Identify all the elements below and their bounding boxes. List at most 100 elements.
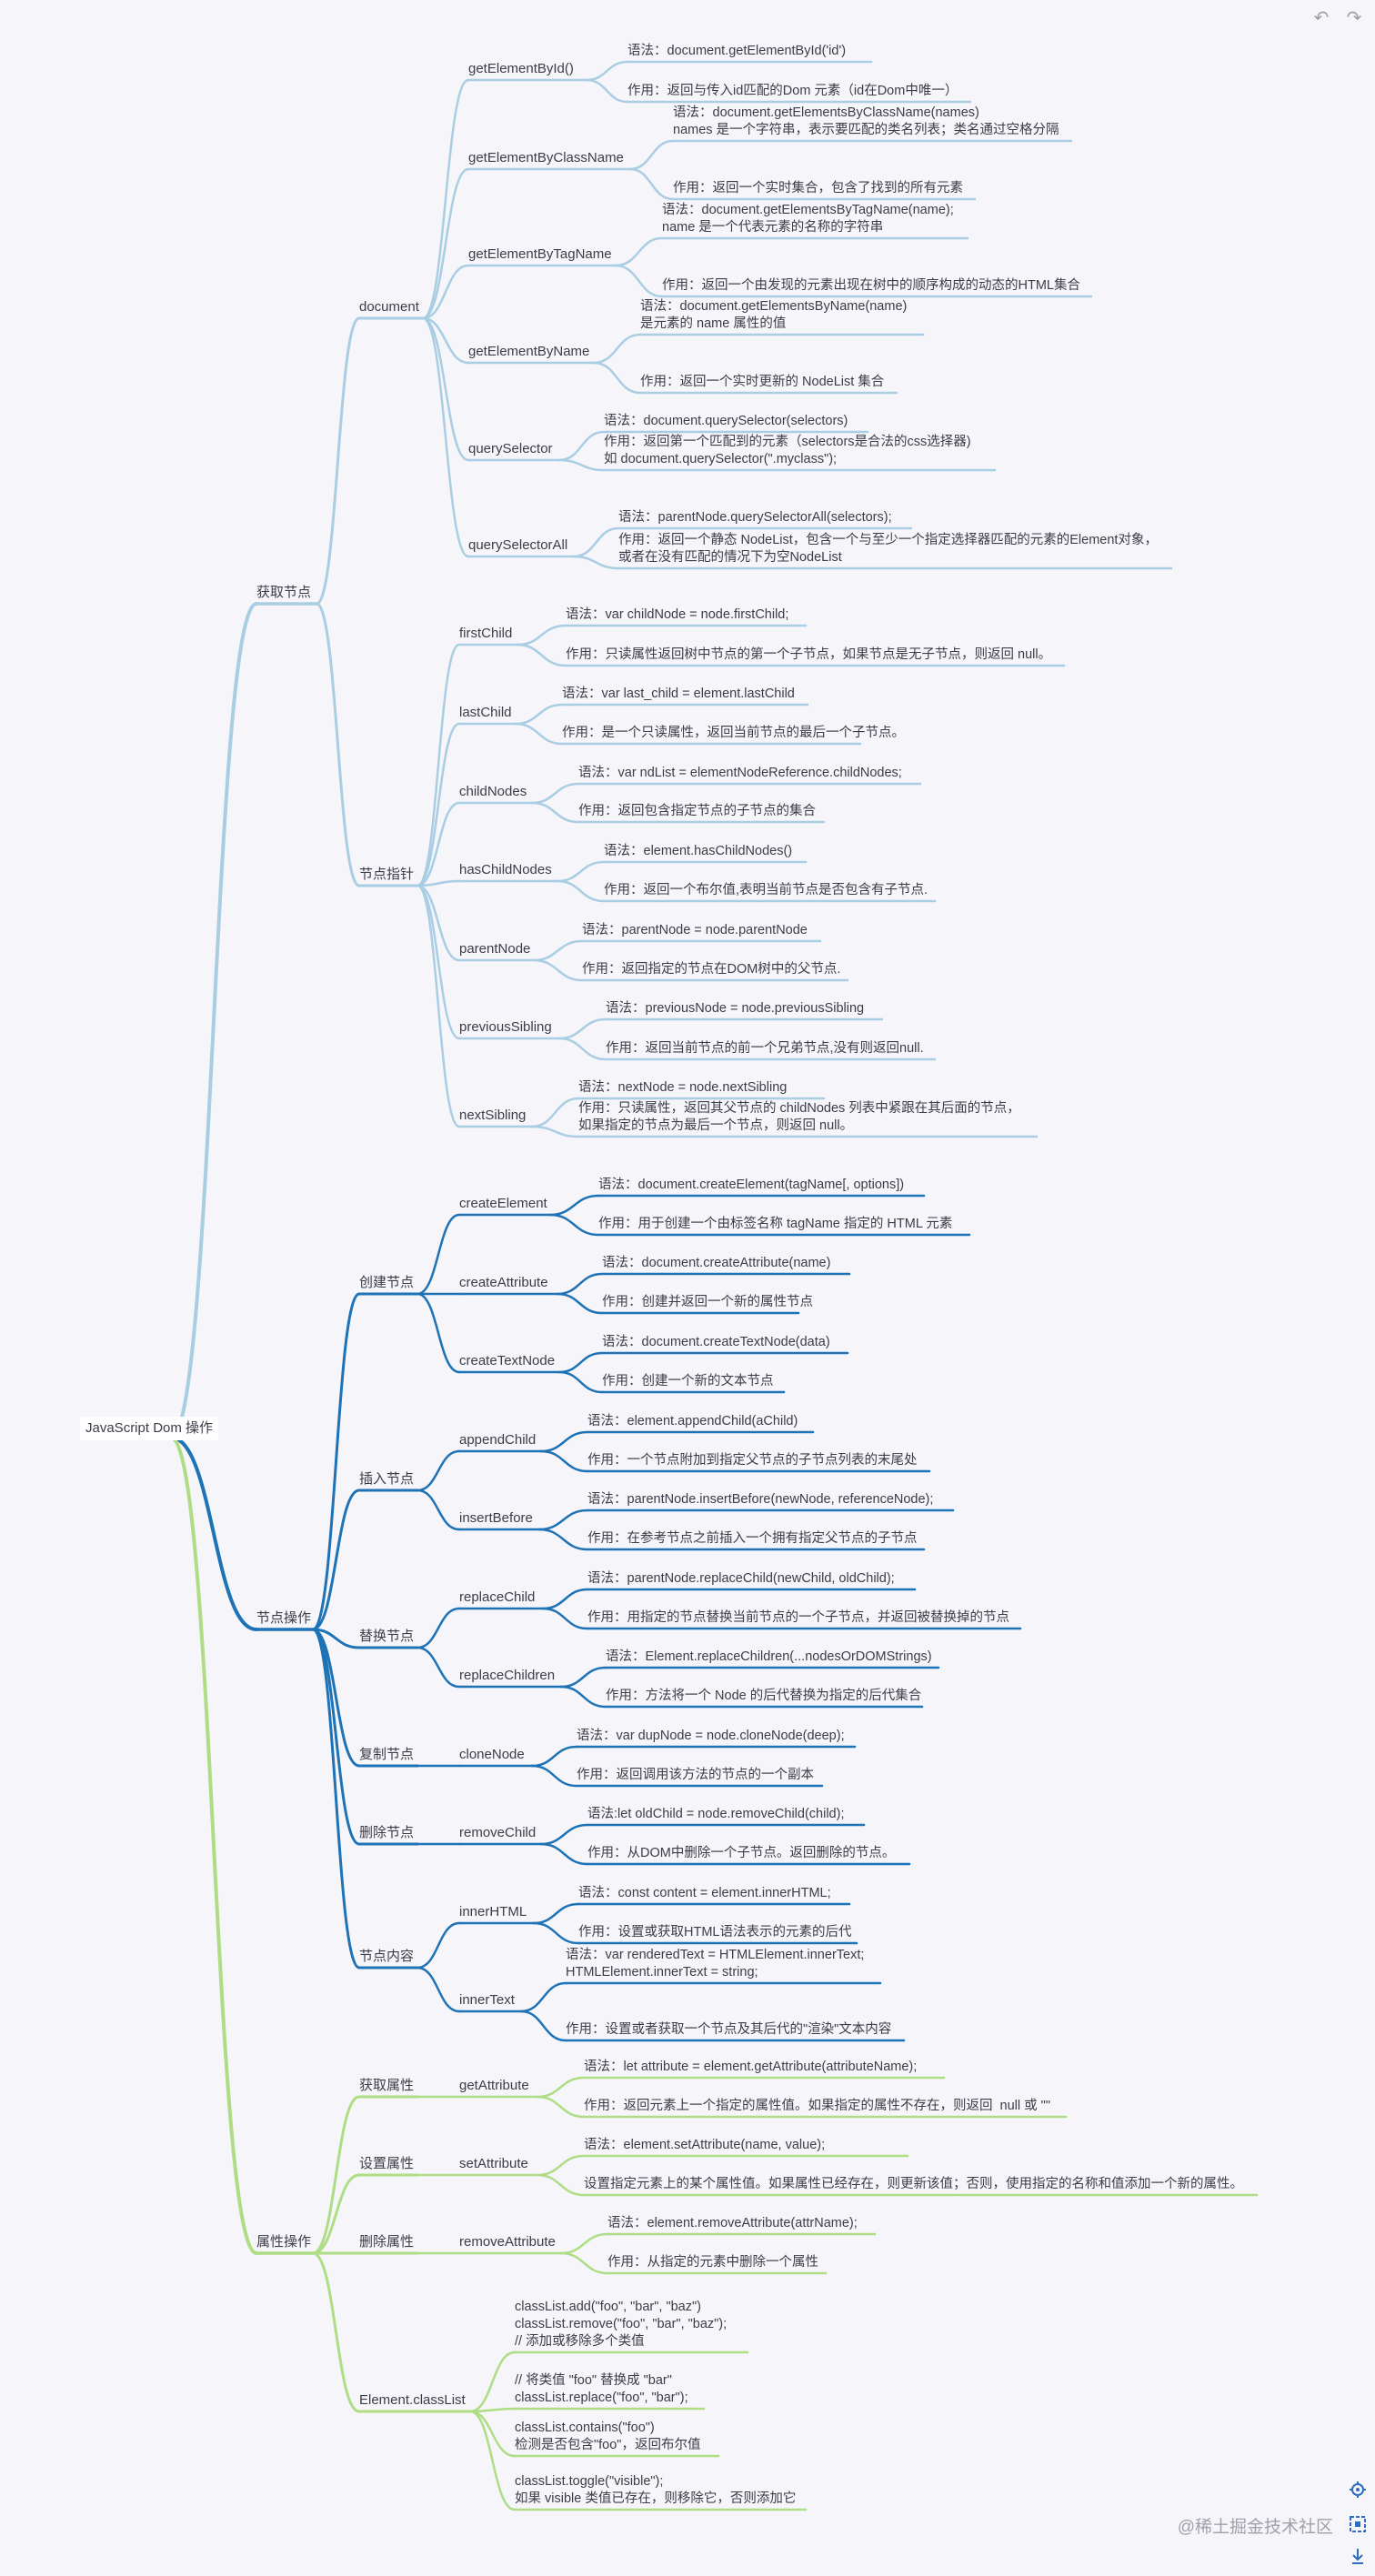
note-text[interactable]: 语法：document.createTextNode(data) <box>602 1335 830 1349</box>
note-text[interactable]: 作用：返回与传入id匹配的Dom 元素（id在Dom中唯一） <box>627 84 958 98</box>
method-node[interactable]: cloneNode <box>459 1747 525 1762</box>
branch-node[interactable]: 获取节点 <box>256 585 312 600</box>
method-node[interactable]: firstChild <box>459 626 513 641</box>
method-node[interactable]: querySelector <box>468 441 553 456</box>
note-text[interactable]: 语法：document.getElementsByName(name) 是元素的… <box>640 299 908 331</box>
note-text[interactable]: 语法：element.appendChild(aChild) <box>587 1414 798 1428</box>
method-node[interactable]: removeAttribute <box>459 2234 556 2250</box>
redo-icon[interactable]: ↷ <box>1346 7 1362 28</box>
note-text[interactable]: 语法:let oldChild = node.removeChild(child… <box>587 1807 845 1821</box>
method-node[interactable]: removeChild <box>459 1825 537 1840</box>
method-node[interactable]: getElementByName <box>468 344 590 359</box>
locate-icon[interactable] <box>1348 2480 1368 2500</box>
note-text[interactable]: 语法：Element.replaceChildren(...nodesOrDOM… <box>606 1649 932 1664</box>
note-text[interactable]: 语法：element.setAttribute(name, value); <box>584 2138 826 2152</box>
note-text[interactable]: 作用：返回一个实时更新的 NodeList 集合 <box>640 375 885 389</box>
note-text[interactable]: 语法：element.hasChildNodes() <box>604 844 793 858</box>
note-text[interactable]: 作用：返回一个由发现的元素出现在树中的顺序构成的动态的HTML集合 <box>662 278 1080 293</box>
category-node[interactable]: Element.classList <box>359 2392 466 2408</box>
note-text[interactable]: 作用：从指定的元素中删除一个属性 <box>607 2255 818 2270</box>
method-node[interactable]: querySelectorAll <box>468 537 568 553</box>
note-text[interactable]: 语法：parentNode.insertBefore(newNode, refe… <box>587 1492 934 1507</box>
category-node[interactable]: 创建节点 <box>359 1275 415 1290</box>
category-node[interactable]: 替换节点 <box>359 1629 415 1644</box>
note-text[interactable]: 作用：返回当前节点的前一个兄弟节点,没有则返回null. <box>606 1041 924 1056</box>
root-node[interactable]: JavaScript Dom 操作 <box>80 1417 219 1440</box>
note-text[interactable]: 语法：let attribute = element.getAttribute(… <box>584 2060 918 2074</box>
method-node[interactable]: hasChildNodes <box>459 862 552 877</box>
method-node[interactable]: setAttribute <box>459 2156 528 2171</box>
method-node[interactable]: insertBefore <box>459 1510 533 1526</box>
note-text[interactable]: 作用：返回一个静态 NodeList，包含一个与至少一个指定选择器匹配的元素的E… <box>618 533 1158 565</box>
download-icon[interactable] <box>1348 2546 1368 2566</box>
method-node[interactable]: createElement <box>459 1196 547 1211</box>
method-node[interactable]: createTextNode <box>459 1353 556 1368</box>
note-text[interactable]: 语法：var childNode = node.firstChild; <box>566 607 789 622</box>
note-text[interactable]: 作用：创建并返回一个新的属性节点 <box>602 1295 813 1309</box>
note-text[interactable]: 作用：返回调用该方法的节点的一个副本 <box>577 1768 814 1782</box>
note-text[interactable]: 作用：方法将一个 Node 的后代替换为指定的后代集合 <box>606 1689 922 1703</box>
branch-node[interactable]: 属性操作 <box>256 2234 312 2250</box>
note-text[interactable]: 语法：document.createAttribute(name) <box>602 1256 831 1270</box>
method-node[interactable]: getElementById() <box>468 61 574 76</box>
note-text[interactable]: 作用：返回包含指定节点的子节点的集合 <box>578 804 816 818</box>
note-text[interactable]: // 将类值 "foo" 替换成 "bar" classList.replace… <box>515 2373 688 2405</box>
note-text[interactable]: 作用：一个节点附加到指定父节点的子节点列表的末尾处 <box>587 1453 918 1468</box>
fit-view-icon[interactable] <box>1348 2514 1368 2534</box>
note-text[interactable]: 作用：只读属性返回树中节点的第一个子节点，如果节点是无子节点，则返回 null。 <box>566 647 1052 662</box>
category-node[interactable]: 获取属性 <box>359 2078 415 2093</box>
note-text[interactable]: 语法：var ndList = elementNodeReference.chi… <box>578 766 902 780</box>
method-node[interactable]: previousSibling <box>459 1019 552 1035</box>
note-text[interactable]: 语法：previousNode = node.previousSibling <box>606 1001 865 1016</box>
method-node[interactable]: childNodes <box>459 784 527 799</box>
note-text[interactable]: 作用：设置或者获取一个节点及其后代的"渲染"文本内容 <box>566 2022 892 2037</box>
note-text[interactable]: classList.contains("foo") 检测是否包含"foo"，返回… <box>515 2421 701 2452</box>
note-text[interactable]: 作用：返回指定的节点在DOM树中的父节点. <box>582 962 841 977</box>
note-text[interactable]: 语法：document.getElementById('id') <box>627 44 847 58</box>
method-node[interactable]: parentNode <box>459 941 531 957</box>
note-text[interactable]: 语法：element.removeAttribute(attrName); <box>607 2216 858 2230</box>
note-text[interactable]: 作用：是一个只读属性，返回当前节点的最后一个子节点。 <box>562 726 905 740</box>
note-text[interactable]: 语法：var renderedText = HTMLElement.innerT… <box>566 1948 865 1980</box>
method-node[interactable]: replaceChildren <box>459 1668 556 1683</box>
note-text[interactable]: 语法：var dupNode = node.cloneNode(deep); <box>577 1729 845 1743</box>
note-text[interactable]: 设置指定元素上的某个属性值。如果属性已经存在，则更新该值；否则，使用指定的名称和… <box>584 2177 1243 2191</box>
method-node[interactable]: getElementByTagName <box>468 246 612 262</box>
category-node[interactable]: document <box>359 299 419 315</box>
method-node[interactable]: createAttribute <box>459 1275 548 1290</box>
category-node[interactable]: 复制节点 <box>359 1747 415 1762</box>
method-node[interactable]: nextSibling <box>459 1108 527 1123</box>
note-text[interactable]: 语法：parentNode.replaceChild(newChild, old… <box>587 1571 895 1586</box>
note-text[interactable]: 语法：nextNode = node.nextSibling <box>578 1080 788 1095</box>
note-text[interactable]: 作用：返回一个布尔值,表明当前节点是否包含有子节点. <box>604 883 928 897</box>
note-text[interactable]: 作用：返回一个实时集合，包含了找到的所有元素 <box>673 181 963 195</box>
note-text[interactable]: 作用：创建一个新的文本节点 <box>602 1374 774 1388</box>
method-node[interactable]: appendChild <box>459 1432 537 1448</box>
method-node[interactable]: innerHTML <box>459 1904 527 1919</box>
category-node[interactable]: 设置属性 <box>359 2156 415 2171</box>
note-text[interactable]: classList.add("foo", "bar", "baz") class… <box>515 2300 728 2349</box>
category-node[interactable]: 删除属性 <box>359 2234 415 2250</box>
note-text[interactable]: 语法：var last_child = element.lastChild <box>562 687 795 701</box>
category-node[interactable]: 节点指针 <box>359 867 415 882</box>
note-text[interactable]: 语法：document.querySelector(selectors) <box>604 414 848 428</box>
note-text[interactable]: 作用：用于创建一个由标签名称 tagName 指定的 HTML 元素 <box>598 1217 953 1231</box>
note-text[interactable]: 语法：parentNode = node.parentNode <box>582 923 808 937</box>
note-text[interactable]: 语法：document.createElement(tagName[, opti… <box>598 1178 905 1192</box>
category-node[interactable]: 删除节点 <box>359 1825 415 1840</box>
undo-icon[interactable]: ↶ <box>1313 7 1330 28</box>
note-text[interactable]: 作用：从DOM中删除一个子节点。返回删除的节点。 <box>587 1846 896 1860</box>
note-text[interactable]: 作用：用指定的节点替换当前节点的一个子节点，并返回被替换掉的节点 <box>587 1610 1009 1625</box>
category-node[interactable]: 节点内容 <box>359 1949 415 1964</box>
method-node[interactable]: lastChild <box>459 705 512 720</box>
note-text[interactable]: 作用：返回元素上一个指定的属性值。如果指定的属性不存在，则返回 null 或 "… <box>584 2099 1050 2113</box>
note-text[interactable]: 作用：只读属性，返回其父节点的 childNodes 列表中紧跟在其后面的节点，… <box>578 1101 1020 1133</box>
note-text[interactable]: 语法：parentNode.querySelectorAll(selectors… <box>618 510 892 525</box>
branch-node[interactable]: 节点操作 <box>256 1610 312 1626</box>
note-text[interactable]: 语法：document.getElementsByTagName(name); … <box>662 203 954 235</box>
category-node[interactable]: 插入节点 <box>359 1471 415 1487</box>
method-node[interactable]: getAttribute <box>459 2078 529 2093</box>
method-node[interactable]: getElementByClassName <box>468 150 624 165</box>
method-node[interactable]: innerText <box>459 1992 515 2008</box>
